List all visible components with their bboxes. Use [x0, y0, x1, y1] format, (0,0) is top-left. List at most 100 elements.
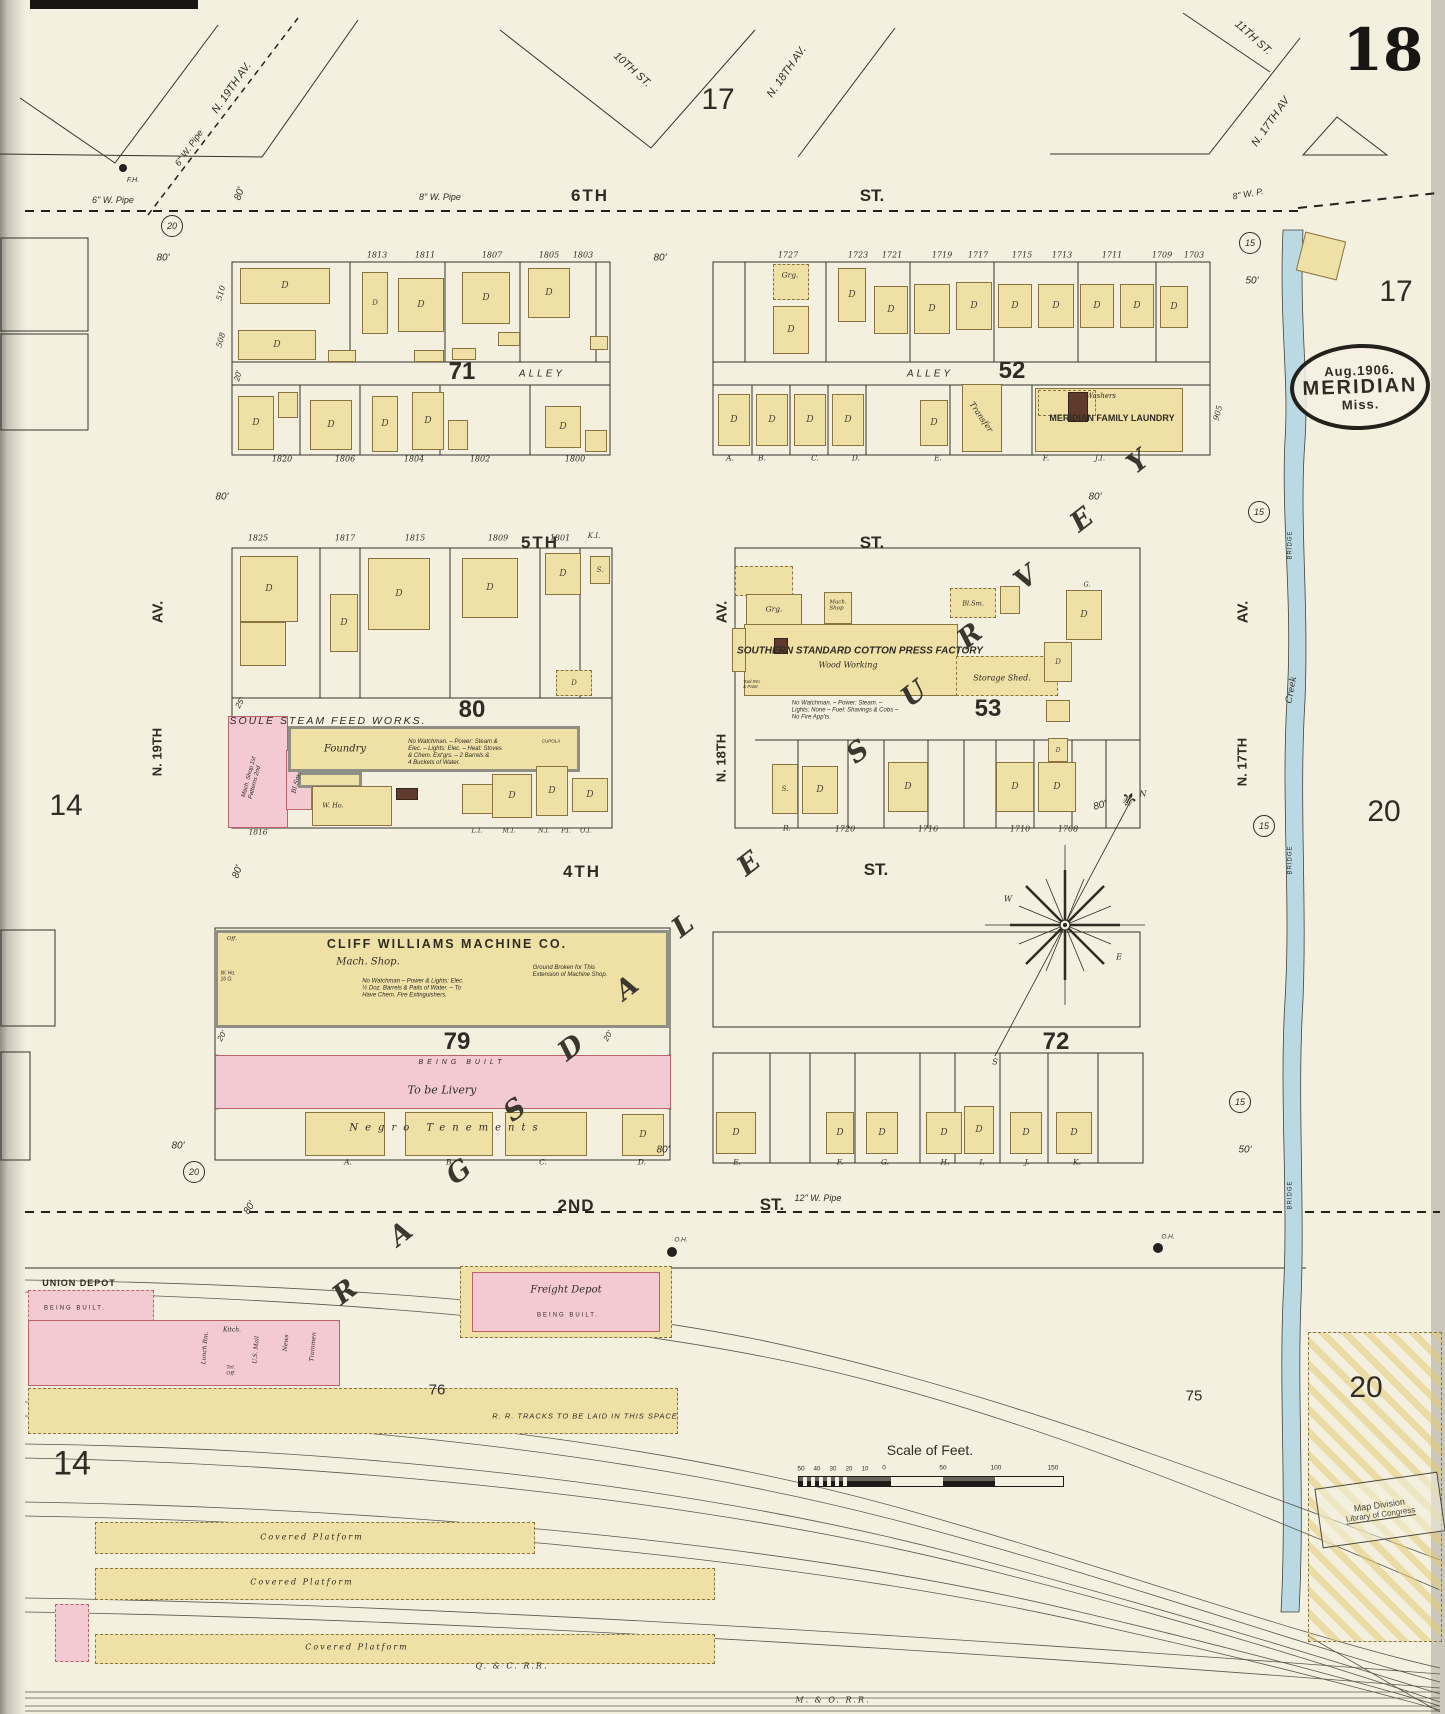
map-label: 1710: [1009, 824, 1031, 834]
hydrant-dot: [667, 1247, 677, 1257]
building-label: S.: [781, 785, 789, 793]
map-label: 1727: [777, 250, 799, 260]
building: D: [1010, 1112, 1042, 1154]
building: D: [372, 396, 398, 452]
map-label: F.: [836, 1157, 844, 1167]
map-label: C.: [811, 453, 819, 463]
map-label: O.I.: [580, 826, 592, 835]
map-label: BEING BUILT.: [44, 1305, 106, 1312]
building-label: D: [848, 290, 856, 300]
map-label: Ground Broken for This Extension of Mach…: [532, 965, 608, 978]
block-number-79: 79: [443, 1028, 471, 1056]
cotton-press-factory: [744, 624, 958, 696]
livery-being-built: [215, 1055, 671, 1109]
building-label: D: [730, 415, 738, 425]
street-2nd: 2ND: [557, 1196, 595, 1216]
building: [735, 566, 793, 596]
block-number-80: 80: [458, 696, 486, 724]
building-label: D: [1055, 746, 1061, 754]
map-label: I.: [979, 1157, 985, 1167]
water-pipe-label: 6" W. Pipe: [92, 194, 134, 205]
map-label: 1715: [1011, 250, 1033, 260]
map-label: D.: [851, 453, 861, 463]
building: D: [462, 558, 518, 618]
union-depot-wing: [28, 1290, 154, 1322]
building: D: [310, 400, 352, 450]
water-main-marker: 15: [1229, 1091, 1251, 1113]
building: [312, 786, 392, 826]
adjacent-sheet-17-right: 17: [1379, 274, 1413, 308]
building: D: [528, 268, 570, 318]
building-label: D: [559, 569, 567, 579]
map-label: 50: [939, 1464, 947, 1472]
building-label: D: [928, 304, 936, 314]
covered-platform-label: Covered Platform: [305, 1642, 409, 1652]
union-depot-label: UNION DEPOT: [42, 1277, 116, 1288]
map-label: 1800: [564, 454, 586, 464]
building: [1046, 700, 1070, 722]
map-label: O.H.: [674, 1236, 688, 1244]
building-label: D: [1070, 1128, 1078, 1138]
building-label: D: [252, 418, 260, 428]
map-label: 1716: [917, 824, 939, 834]
building: D: [756, 394, 788, 446]
building-label: D: [340, 618, 348, 628]
building: D: [368, 558, 430, 630]
shed-x: [462, 784, 494, 814]
scan-edge-top: [30, 0, 198, 9]
water-main-marker: 15: [1253, 815, 1275, 837]
street-4th: 4TH: [562, 862, 602, 882]
machine-shop-building: [228, 716, 288, 828]
water-main-marker: 15: [1248, 501, 1270, 523]
building-label: D: [836, 1128, 844, 1138]
map-label: 1801: [549, 533, 571, 543]
building-label: D: [878, 1128, 886, 1138]
map-label: J.: [1024, 1157, 1030, 1167]
map-label: 30: [829, 1466, 837, 1473]
tenements-label: Negro Tenements: [349, 1122, 545, 1134]
compass-w: W: [1003, 894, 1013, 904]
map-label: 80': [171, 1140, 185, 1152]
map-label: 1709: [1151, 250, 1173, 260]
street-4th-st: ST.: [863, 860, 889, 880]
map-label: Off.: [226, 935, 238, 942]
map-label: K.I.: [587, 531, 601, 540]
map-label: H.: [940, 1157, 950, 1167]
building: D: [956, 282, 992, 330]
building: D: [412, 392, 444, 450]
building: D: [1160, 286, 1188, 328]
building-label: D: [482, 293, 490, 303]
bridge-label: BRIDGE: [1287, 1180, 1294, 1210]
map-label: 50': [1245, 275, 1259, 287]
transfer-building: [962, 384, 1002, 452]
map-label: W. Ho.: [322, 801, 344, 810]
map-label: E.: [934, 453, 942, 463]
building: D: [866, 1112, 898, 1154]
compass-e: E: [1116, 952, 1122, 962]
building-label: D: [1052, 301, 1060, 311]
building: D: [545, 406, 581, 448]
map-label: 1713: [1051, 250, 1073, 260]
adjacent-sheet-20-right: 20: [1367, 794, 1401, 828]
building-label: D: [586, 790, 594, 800]
building-label: D: [1022, 1128, 1030, 1138]
building-label: D: [930, 418, 938, 428]
building: [414, 350, 444, 362]
building-label: D: [486, 583, 494, 593]
map-label: Mach. Shop: [829, 599, 847, 612]
building: D: [838, 268, 866, 322]
map-label: R.: [782, 823, 792, 833]
business-southern-standard-cotton-press: SOUTHERN STANDARD COTTON PRESS FACTORY: [737, 645, 983, 657]
building: [498, 332, 520, 346]
railroad-mo-label: M. & O. R.R.: [795, 1695, 871, 1705]
hydrant-dot: [1153, 1243, 1163, 1253]
building: D: [832, 394, 864, 446]
map-label: M.I.: [502, 826, 516, 835]
avenue-n17: N. 17TH: [1234, 737, 1250, 787]
water-main-marker: 15: [1239, 232, 1261, 254]
map-label: 1723: [847, 250, 869, 260]
map-label: F.: [1042, 453, 1050, 463]
scale-title: Scale of Feet.: [886, 1441, 974, 1458]
map-label: Storage Shed.: [973, 673, 1031, 683]
map-label: Kitch.: [223, 1326, 241, 1334]
